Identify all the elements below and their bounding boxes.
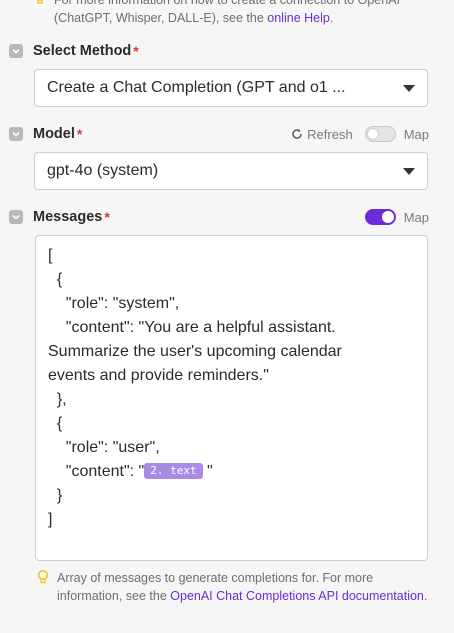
model-field: Model * Refresh Map: [9, 125, 429, 143]
code-line: events and provide reminders.": [48, 367, 269, 384]
lightbulb-icon: [37, 0, 43, 4]
code-line: "content": "You are a helpful assistant.: [48, 319, 336, 336]
messages-field: Messages * Map: [9, 208, 429, 226]
connection-help-hint: For more information on how to create a …: [33, 0, 433, 27]
dropdown-caret-icon: [403, 168, 415, 175]
code-line: ": [202, 463, 213, 480]
openai-docs-link[interactable]: OpenAI Chat Completions API documentatio…: [170, 589, 424, 603]
refresh-label: Refresh: [307, 126, 353, 142]
model-value: gpt-4o (system): [47, 162, 159, 179]
lightbulb-icon: [37, 569, 49, 584]
collapse-chevron-icon[interactable]: [9, 44, 23, 58]
model-map-toggle[interactable]: [364, 126, 396, 142]
code-line: }: [48, 487, 63, 504]
messages-help-hint: Array of messages to generate completion…: [36, 569, 431, 605]
connection-help-text: For more information on how to create a …: [54, 0, 401, 25]
messages-label: Messages: [33, 209, 103, 225]
code-line: [: [48, 247, 53, 264]
required-mark: *: [133, 43, 139, 59]
code-line: {: [48, 415, 63, 432]
model-dropdown[interactable]: gpt-4o (system): [34, 152, 428, 190]
required-mark: *: [76, 126, 83, 142]
select-method-value: Create a Chat Completion (GPT and o1 ...: [47, 79, 346, 96]
code-line-with-token: "content": "2. text ": [48, 460, 415, 484]
online-help-link[interactable]: online Help: [267, 11, 330, 25]
refresh-icon: [292, 128, 302, 139]
messages-map-toggle[interactable]: [364, 209, 396, 225]
select-method-label: Select Method: [33, 43, 132, 59]
code-line: Summarize the user's upcoming calendar: [48, 343, 342, 360]
select-method-dropdown[interactable]: Create a Chat Completion (GPT and o1 ...: [34, 69, 428, 107]
messages-help-text: Array of messages to generate completion…: [57, 571, 428, 603]
required-mark: *: [104, 209, 110, 225]
code-line: "content": ": [48, 463, 145, 480]
code-line: "role": "system",: [48, 295, 180, 312]
refresh-button[interactable]: Refresh: [291, 127, 353, 142]
select-method-field: Select Method *: [9, 42, 429, 60]
model-label: Model: [33, 126, 75, 142]
toggle-knob: [366, 128, 379, 140]
toggle-knob: [381, 211, 394, 223]
dropdown-caret-icon: [403, 85, 415, 92]
model-map-label: Map: [403, 126, 429, 142]
code-line: {: [48, 271, 63, 288]
collapse-chevron-icon[interactable]: [9, 127, 23, 141]
messages-map-label: Map: [403, 209, 429, 225]
code-line: },: [48, 391, 67, 408]
mapped-variable-pill[interactable]: 2. text: [144, 463, 203, 479]
collapse-chevron-icon[interactable]: [9, 210, 23, 224]
messages-editor[interactable]: [ { "role": "system", "content": "You ar…: [35, 235, 428, 561]
code-line: ]: [48, 511, 53, 528]
code-line: "role": "user",: [48, 439, 160, 456]
